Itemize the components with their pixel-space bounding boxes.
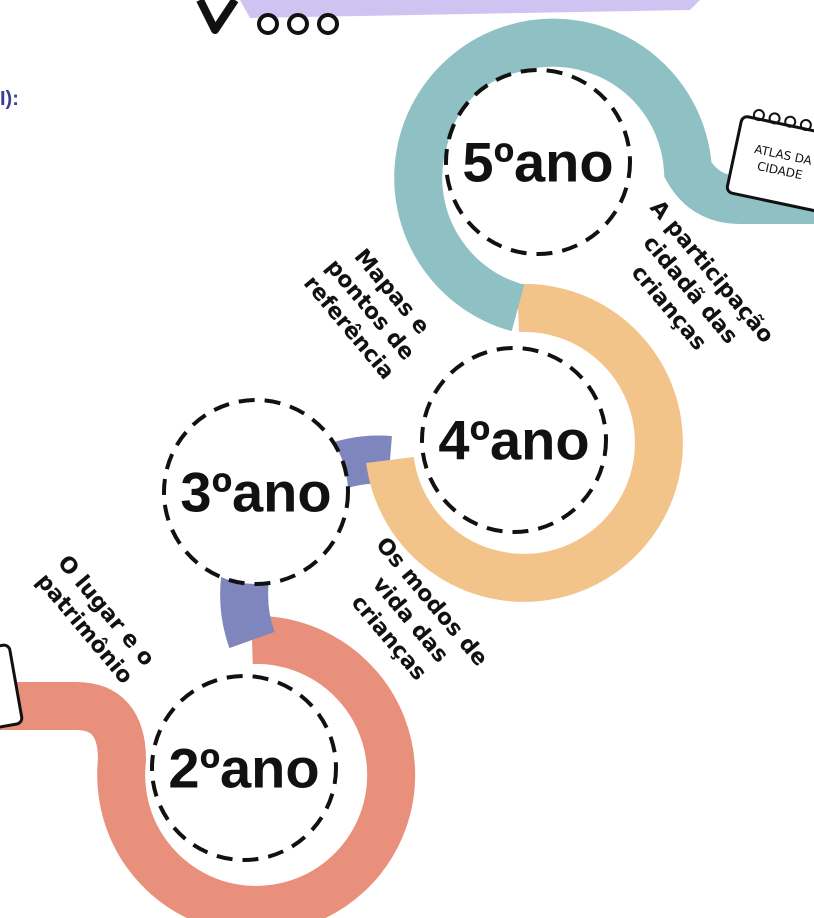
corner-heading-fragment: I): [0,88,19,110]
track-segment-4 [366,283,683,602]
track-segment-5 [394,18,814,332]
year-label-3: 3ºano [180,461,331,524]
year-circle-4 [420,346,608,534]
theme-label-2: O lugar e o patrimônio [31,551,159,689]
left-notepad-fragment [0,643,24,732]
track-segment-2 [0,615,416,918]
year-label-5: 5ºano [462,131,613,194]
header-banner-shape [240,0,700,18]
header-decoration [196,0,700,35]
atlas-notepad: ATLAS DA CIDADE [725,109,814,213]
dot-icon [317,13,339,35]
year-circle-5 [444,68,632,256]
year-label-2: 2ºano [168,737,319,800]
dot-icon [287,13,309,35]
year-circle-3 [162,398,350,586]
checkmark-icon [196,0,239,34]
dot-icon [257,13,279,35]
year-label-4: 4ºano [438,409,589,472]
notepad-icon [0,643,24,732]
year-circle-2 [150,674,338,862]
